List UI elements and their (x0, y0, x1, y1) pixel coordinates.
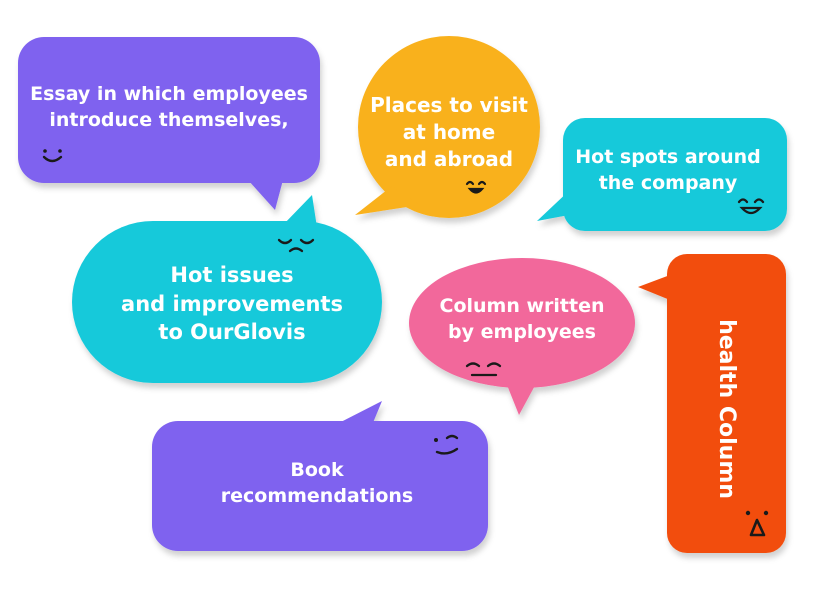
hot-issues-line-1: Hot issues (170, 263, 294, 288)
places-line-3: and abroad (384, 146, 514, 171)
places-bubble (355, 36, 540, 218)
books-label: Book recommendations (152, 452, 482, 516)
places-line-2: at home (402, 119, 496, 144)
column-line-2: by employees (448, 321, 596, 343)
hotspots-line-2: the company (598, 172, 738, 194)
books-bubble (152, 401, 488, 551)
hotspots-label: Hot spots around the company (563, 140, 773, 202)
happy-face-icon (465, 180, 487, 194)
column-label: Column written by employees (414, 288, 630, 352)
hot-issues-line-2: and improvements (121, 291, 343, 316)
hot-issues-line-3: to OurGlovis (158, 320, 306, 345)
content-face-icon (465, 362, 502, 377)
hot-issues-label: Hot issues and improvements to OurGlovis (82, 255, 382, 353)
hot-issues-bubble (72, 195, 382, 383)
column-bubble (409, 258, 635, 415)
books-line-1: Book (290, 459, 344, 482)
places-label: Places to visit at home and abroad (362, 84, 536, 180)
essay-line-2: introduce themselves, (49, 109, 289, 131)
hotspots-line-1: Hot spots around (575, 146, 761, 169)
wink-face-icon (434, 434, 459, 455)
essay-label: Essay in which employees introduce thems… (18, 75, 320, 141)
smile-face-icon (42, 149, 63, 163)
hotspots-bubble (537, 118, 787, 231)
essay-bubble (18, 37, 320, 210)
surprised-face-icon (745, 510, 769, 537)
places-line-1: Places to visit (370, 92, 528, 117)
health-text: health Column (713, 319, 739, 499)
health-label: health Column (709, 309, 743, 509)
column-line-1: Column written (439, 295, 605, 318)
essay-line-1: Essay in which employees (30, 83, 308, 106)
health-bubble (638, 254, 786, 553)
books-line-2: recommendations (220, 485, 414, 507)
sleepy-face-icon (277, 238, 315, 253)
grin-face-icon (737, 198, 765, 215)
